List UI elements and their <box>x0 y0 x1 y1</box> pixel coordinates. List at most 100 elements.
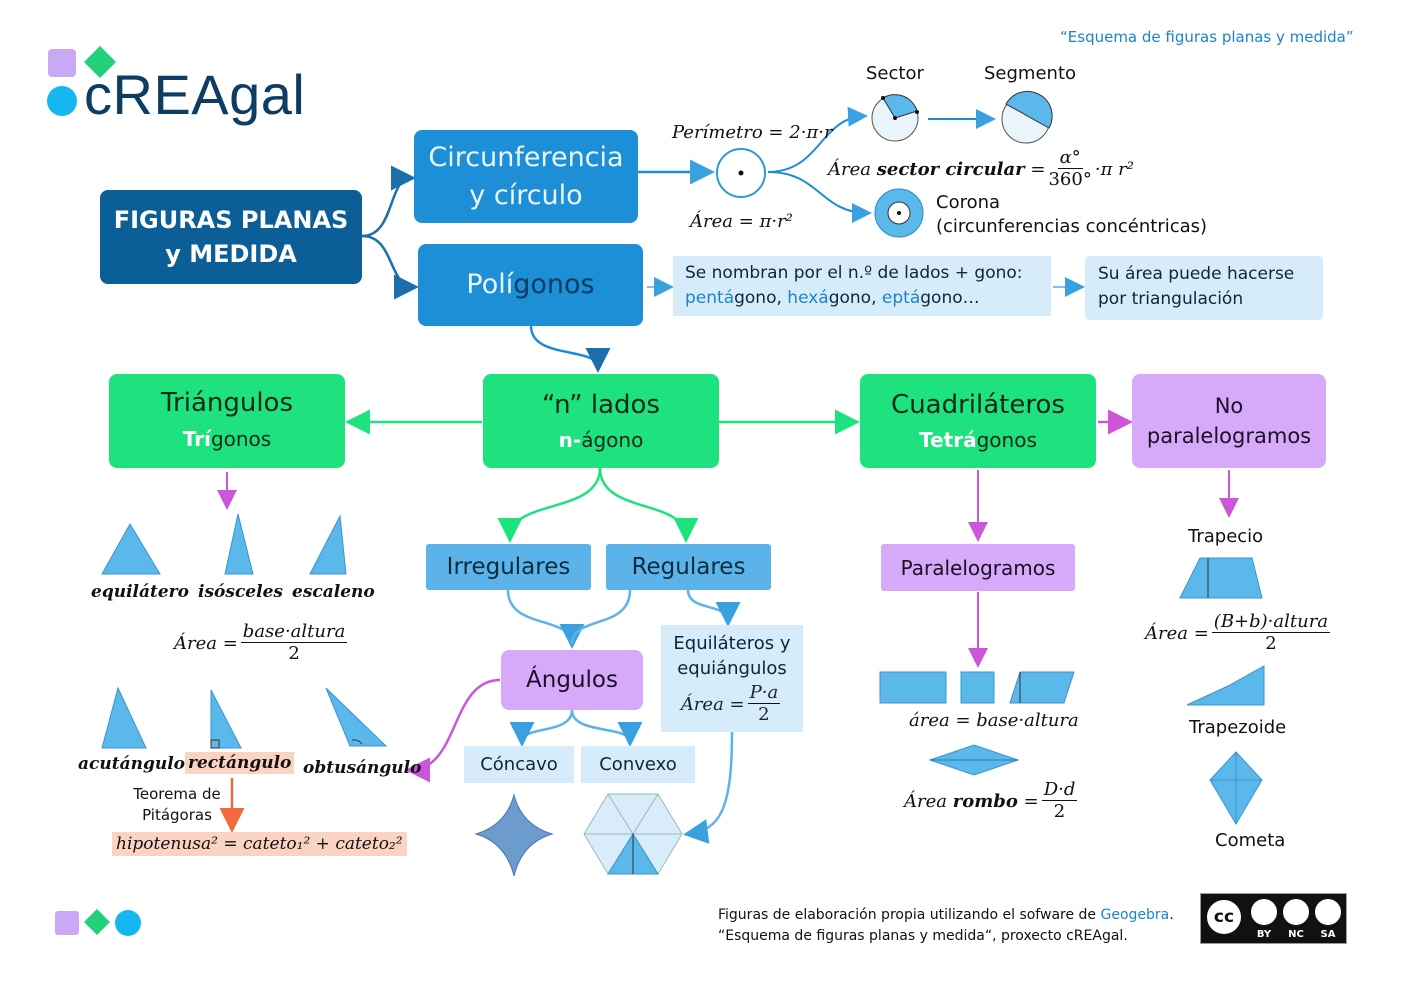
sector-area-formula: Área sector circular = α°360° ·π r² <box>828 147 1134 191</box>
circle-title-2: y círculo <box>469 179 583 211</box>
arrow-convex <box>570 709 643 747</box>
arrow-regular <box>598 467 699 543</box>
quads-sub-a: Tetrá <box>919 428 977 452</box>
parallelogram-shape <box>1009 671 1075 704</box>
pythagoras-line2: Pitágoras <box>142 806 212 824</box>
label-rectangulo: rectángulo <box>185 752 295 774</box>
arrow-n-sides <box>529 325 611 373</box>
corona-desc: (circunferencias concéntricas) <box>936 216 1208 237</box>
trapezoid-shape <box>1179 557 1263 599</box>
irregular-node: Irregulares <box>426 544 591 590</box>
naming-g1: gono, <box>734 288 788 308</box>
footer-square-icon <box>55 911 79 935</box>
quads-node: Cuadriláteros Tetrágonos <box>860 374 1096 468</box>
arrow-obtuse <box>405 678 501 783</box>
arrow-irregular <box>497 467 602 543</box>
naming-g2: gono, <box>828 288 882 308</box>
label-isosceles: isósceles <box>198 582 283 602</box>
cc-license-badge[interactable]: cc BY NC SA <box>1200 893 1347 944</box>
footer-line2: “Esquema de figuras planas y medida“, pr… <box>718 928 1128 944</box>
by-label: BY <box>1256 929 1272 940</box>
sector-label: Sector <box>866 63 924 84</box>
arrow-reg-angles <box>570 589 632 645</box>
triangles-sub-b: gonos <box>210 427 272 451</box>
polygons-title-a: Polí <box>466 269 514 300</box>
trap-den: 2 <box>1265 633 1277 654</box>
root-line2: y MEDIDA <box>165 240 297 268</box>
non-par-line1: No <box>1214 394 1244 418</box>
sa-label: SA <box>1320 929 1336 940</box>
root-line1: FIGURAS PLANAS <box>113 206 349 234</box>
tri-area-den: 2 <box>288 643 300 664</box>
arrow-root-circle <box>361 165 416 238</box>
quads-title: Cuadriláteros <box>891 390 1065 420</box>
regular-desc-1: Equiláteros y <box>673 633 791 654</box>
arrow-root-polygons <box>361 234 419 300</box>
right-triangle <box>210 689 242 749</box>
n-sides-sub-a: n- <box>558 428 582 452</box>
naming-p2: hexá <box>787 288 829 308</box>
segment-label: Segmento <box>984 63 1077 84</box>
footer-circle-icon <box>115 910 141 936</box>
cometa-label: Cometa <box>1215 830 1286 851</box>
rhombus-bold: rombo <box>952 791 1018 812</box>
triangles-node: Triángulos Trígonos <box>109 374 345 468</box>
acute-triangle <box>101 686 147 749</box>
logo-diamond-icon <box>84 46 116 78</box>
arrow-concave <box>509 709 574 747</box>
geogebra-link[interactable]: Geogebra <box>1100 907 1170 923</box>
pythagoras-label: Teorema de Pitágoras <box>132 784 222 826</box>
non-par-line2: paralelogramos <box>1146 424 1312 448</box>
regular-desc-2: equiángulos <box>677 658 787 679</box>
pythagoras-formula: hipotenusa² = cateto₁² + cateto₂² <box>112 832 407 856</box>
quads-sub-b: gonos <box>976 428 1037 452</box>
pythagoras-line1: Teorema de <box>133 785 221 803</box>
angles-node: Ángulos <box>501 650 643 710</box>
rhombus-shape <box>928 744 1020 776</box>
trap-num: (B+b)·altura <box>1211 611 1331 633</box>
corona-icon <box>874 188 924 238</box>
sector-frac-den: 360° <box>1048 169 1092 190</box>
hexagon-icon <box>583 793 683 875</box>
footer-line1-end: . <box>1169 907 1174 923</box>
polygons-title-b: gonos <box>513 269 595 300</box>
perimeter-formula: Perímetro = 2·π·r <box>672 122 833 143</box>
parallelograms-node: Paralelogramos <box>881 544 1075 591</box>
circle-title-1: Circunferencia <box>428 141 624 173</box>
obtuse-triangle <box>325 687 388 747</box>
segment-icon <box>1001 90 1053 144</box>
sector-frac-tail: ·π r² <box>1094 159 1134 180</box>
naming-box: Se nombran por el n.º de lados + gono: p… <box>673 256 1051 316</box>
naming-g3: gono… <box>920 288 980 308</box>
n-sides-sub-b: ágono <box>581 428 644 452</box>
triangles-sub-a: Trí <box>182 427 211 451</box>
naming-p1: pentá <box>685 288 735 308</box>
root-node: FIGURAS PLANAS y MEDIDA <box>100 190 362 284</box>
naming-line1: Se nombran por el n.º de lados + gono: <box>685 263 1023 283</box>
logo-text: cREAgal <box>84 63 306 126</box>
triangulation-line2: por triangulación <box>1098 289 1244 309</box>
convex-box: Convexo <box>581 746 695 783</box>
footer-diamond-icon <box>84 909 110 935</box>
logo-circle-icon <box>47 86 77 116</box>
circle-icon <box>716 148 766 198</box>
sector-area-word: Área <box>828 159 871 180</box>
isosceles-triangle <box>224 513 254 575</box>
footer-line1: Figuras de elaboración propia utilizando… <box>718 907 1101 923</box>
arrow-irr-angles <box>506 589 585 649</box>
arrow-sector <box>767 106 868 173</box>
rhombus-label: Área <box>904 791 947 812</box>
sector-icon <box>871 94 919 142</box>
sector-frac-num: α° <box>1057 147 1083 169</box>
tri-area-num: base·altura <box>240 621 348 643</box>
trap-label: Área = <box>1145 623 1209 644</box>
trapezoide-shape <box>1186 665 1265 706</box>
sector-area-bold: sector circular <box>876 159 1025 180</box>
cc-icon: cc <box>1204 897 1244 937</box>
header-caption: “Esquema de figuras planas y medida” <box>1060 28 1354 46</box>
